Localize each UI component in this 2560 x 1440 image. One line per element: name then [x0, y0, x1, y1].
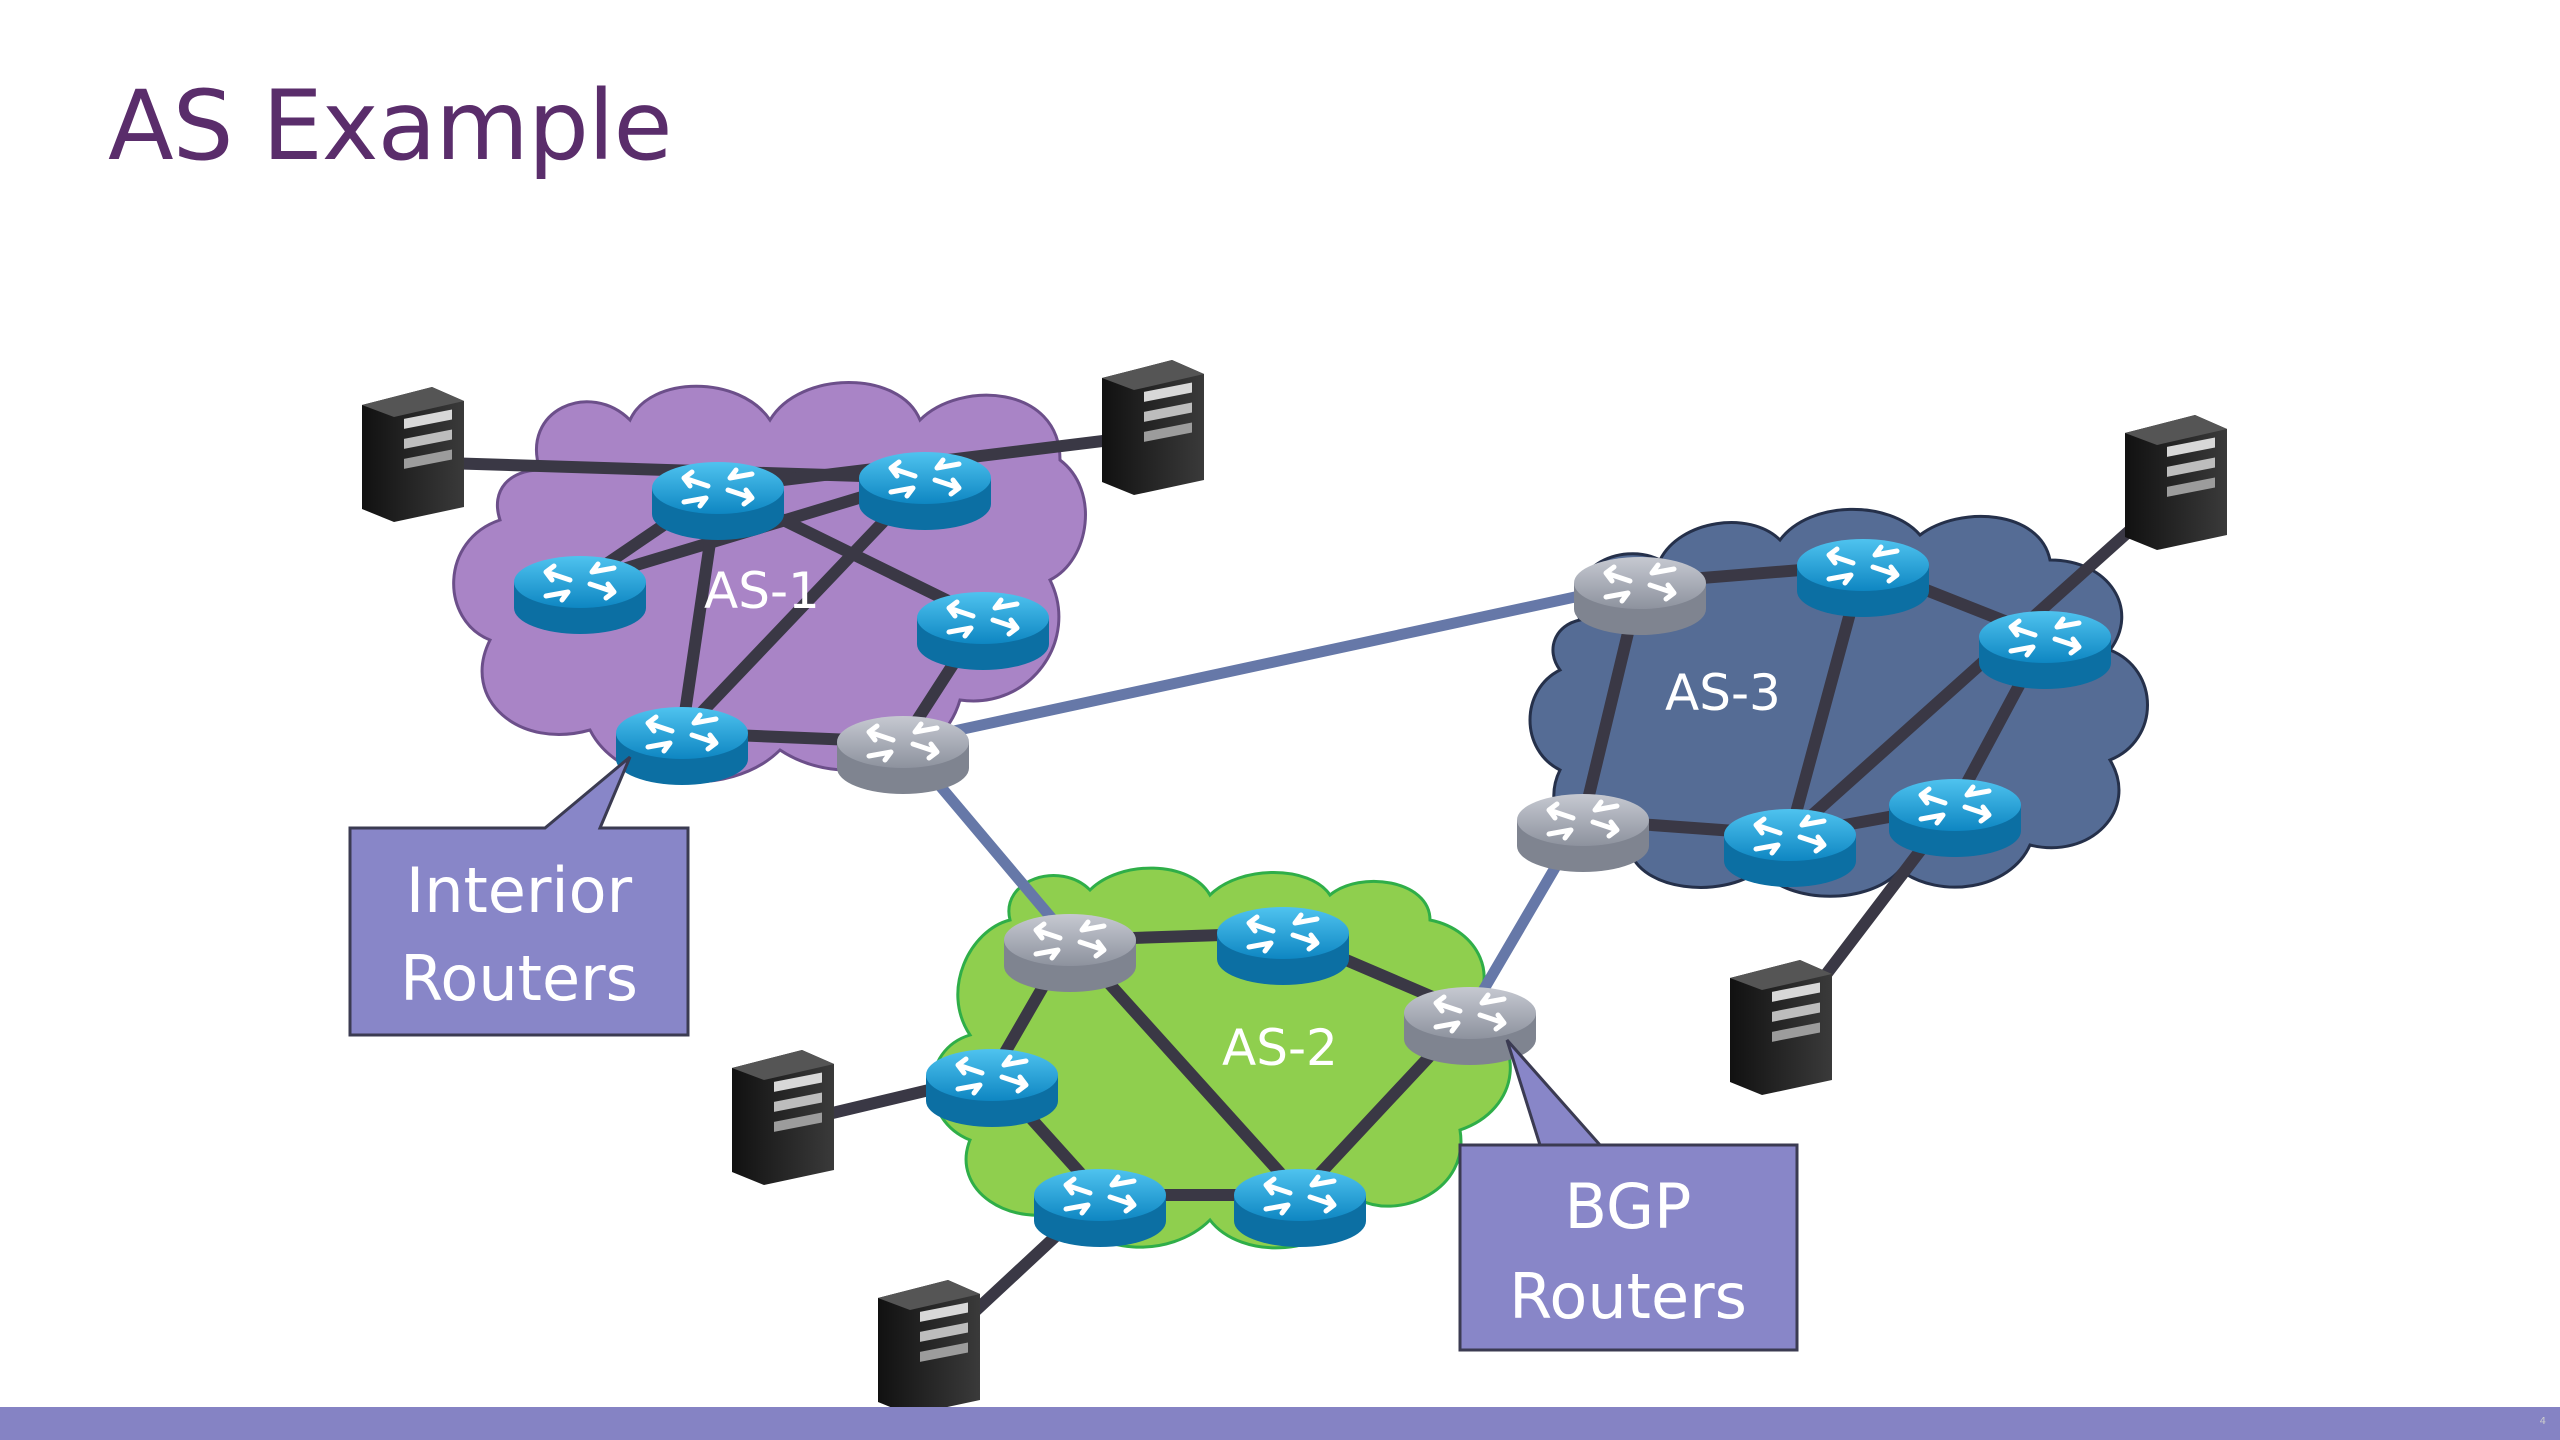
bgp-routers-callout: BGP Routers — [1458, 1039, 1799, 1352]
interior-callout-box — [348, 755, 690, 1037]
interior-router-icon-r3d — [1724, 809, 1856, 887]
interior-router-icon-r3b — [1979, 611, 2111, 689]
bgp-link-g1-g3a — [897, 577, 1646, 748]
server-icon — [2125, 415, 2227, 550]
bgp-router-icon-g2a — [1004, 914, 1136, 992]
interior-router-icon-r3a — [1797, 539, 1929, 617]
as2-label: AS-2 — [1222, 1019, 1338, 1077]
interior-router-icon-r1d — [917, 592, 1049, 670]
as3-label: AS-3 — [1665, 664, 1781, 722]
server-icon — [878, 1280, 980, 1415]
server-icon — [1102, 360, 1204, 495]
interior-router-icon-r3c — [1889, 779, 2021, 857]
interior-router-icon-r2a — [1217, 907, 1349, 985]
bgp-router-icon-g3a — [1574, 557, 1706, 635]
server-icon — [732, 1050, 834, 1185]
bgp-router-icon-g2b — [1404, 987, 1536, 1065]
bgp-callout-line1: BGP — [1565, 1170, 1692, 1243]
server-icon — [362, 387, 464, 522]
interior-router-icon-r1c — [859, 452, 991, 530]
bgp-router-icon-g1 — [837, 716, 969, 794]
interior-router-icon-r1e — [616, 707, 748, 785]
interior-router-icon-r2c — [1034, 1169, 1166, 1247]
server-icon — [1730, 960, 1832, 1095]
interior-router-icon-r1b — [652, 462, 784, 540]
as1-label: AS-1 — [704, 562, 820, 620]
slide-title: AS Example — [108, 70, 673, 182]
bgp-callout-line2: Routers — [1509, 1260, 1747, 1333]
interior-router-icon-r2b — [926, 1049, 1058, 1127]
bgp-callout-box — [1458, 1039, 1799, 1352]
interior-router-icon-r1a — [514, 556, 646, 634]
slide-footer-bar — [0, 1407, 2560, 1440]
page-number: 4 — [2539, 1416, 2546, 1427]
bgp-router-icon-g3b — [1517, 794, 1649, 872]
interior-routers-callout: Interior Routers — [348, 755, 690, 1037]
interior-callout-line1: Interior — [406, 854, 633, 927]
interior-router-icon-r2d — [1234, 1169, 1366, 1247]
interior-callout-line2: Routers — [400, 942, 638, 1015]
